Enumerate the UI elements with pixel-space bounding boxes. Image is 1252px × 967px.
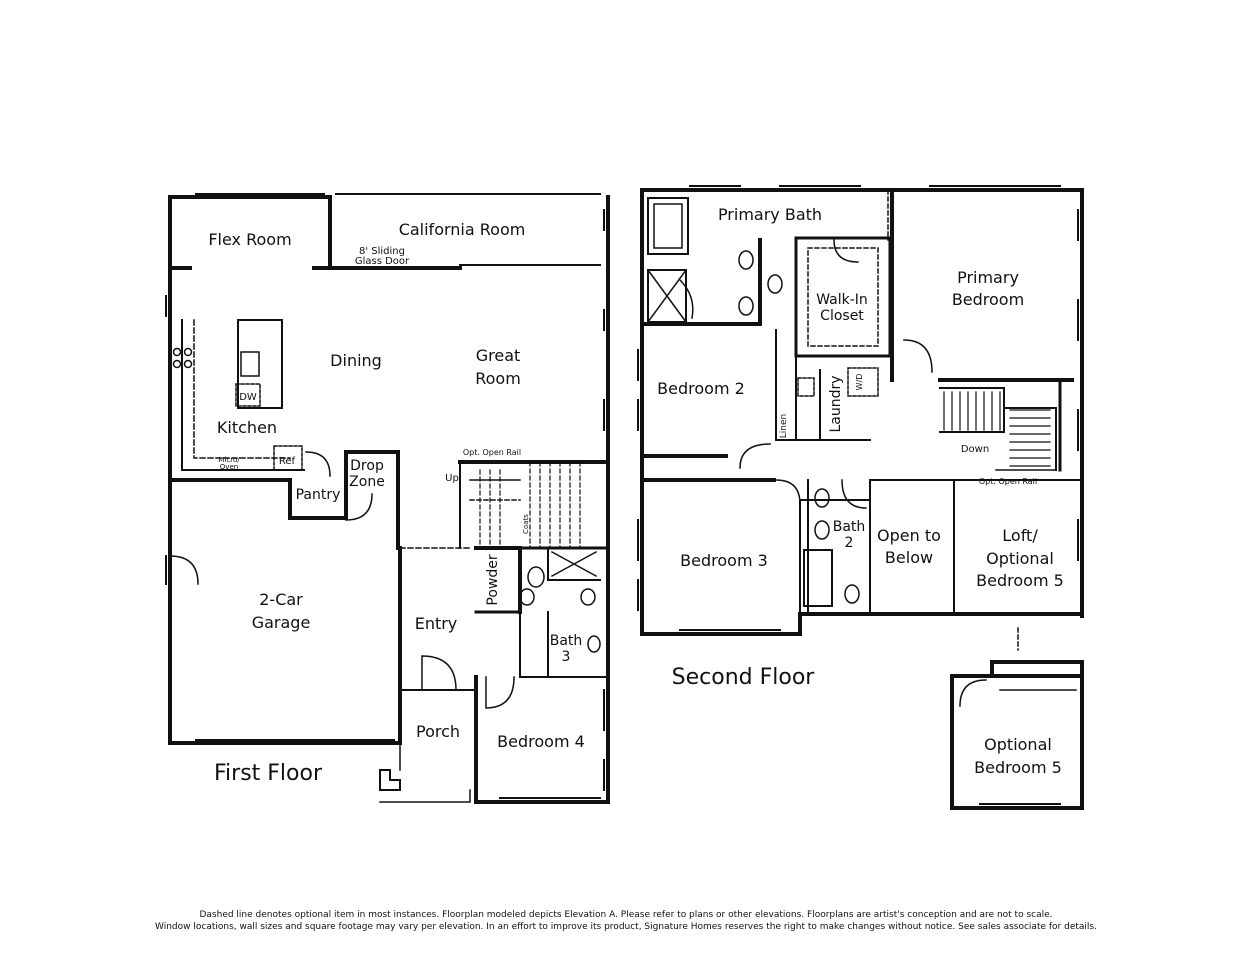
dw-label: DW [239,392,257,403]
kitchen-label: Kitchen [217,418,277,437]
primary-bath-label: Primary Bath [718,205,822,224]
micro-oven-label-1: Micro/ [218,456,240,464]
disclaimer: Dashed line denotes optional item in mos… [0,909,1252,933]
drop-zone-label-2: Zone [349,474,385,490]
sliding-door-label-1: 8' Sliding [359,246,405,257]
second-floor-title: Second Floor [672,665,816,690]
optional-bedroom5-label-2: Bedroom 5 [974,758,1062,777]
loft-label-2: Optional [986,549,1054,568]
wd-label: W/D [855,374,864,391]
great-room-label-2: Room [475,369,521,388]
bath2-label-1: Bath [833,519,866,535]
second-floor-labels: Primary Bath Walk-In Closet Primary Bedr… [657,205,1064,777]
opt-open-rail-label-1: Opt. Open Rail [463,448,521,457]
dining-label: Dining [330,351,382,370]
sliding-door-label-2: Glass Door [355,256,410,267]
primary-bedroom-label-1: Primary [957,268,1019,287]
porch-label: Porch [416,722,460,741]
up-label: Up [445,473,459,484]
first-floor-labels: Flex Room California Room 8' Sliding Gla… [208,220,584,786]
walkin-closet-label-2: Closet [820,308,864,324]
primary-bedroom-label-2: Bedroom [952,290,1024,309]
great-room-label-1: Great [476,346,521,365]
bedroom3-label: Bedroom 3 [680,551,768,570]
second-floor-walls [637,185,1084,810]
open-below-label-2: Below [885,548,933,567]
drop-zone-label-1: Drop [350,458,384,474]
pantry-label: Pantry [296,487,341,503]
bedroom2-label: Bedroom 2 [657,379,745,398]
disclaimer-line-2: Window locations, wall sizes and square … [155,922,1097,932]
bath3-label-2: 3 [562,649,571,665]
opt-open-rail-label-2: Opt. Open Rail [979,477,1037,486]
powder-label: Powder [485,554,501,605]
optional-bedroom5-label-1: Optional [984,735,1052,754]
first-floor-title: First Floor [214,761,323,786]
open-below-label-1: Open to [877,526,941,545]
laundry-label: Laundry [828,375,844,432]
down-label: Down [961,444,989,455]
disclaimer-line-1: Dashed line denotes optional item in mos… [199,910,1053,920]
flex-room-label: Flex Room [208,230,291,249]
bath3-label-1: Bath [550,633,583,649]
ref-label: Ref [279,456,296,467]
first-floor-walls [165,193,610,804]
garage-label-1: 2-Car [259,590,303,609]
loft-label-3: Bedroom 5 [976,571,1064,590]
garage-label-2: Garage [252,613,311,632]
walkin-closet-label-1: Walk-In [816,292,868,308]
loft-label-1: Loft/ [1002,526,1038,545]
california-room-label: California Room [399,220,526,239]
bedroom4-label: Bedroom 4 [497,732,585,751]
micro-oven-label-2: Oven [220,463,238,471]
linen-label: Linen [779,414,789,438]
entry-label: Entry [415,614,458,633]
bath2-label-2: 2 [845,535,854,551]
coats-label: Coats [522,514,530,534]
